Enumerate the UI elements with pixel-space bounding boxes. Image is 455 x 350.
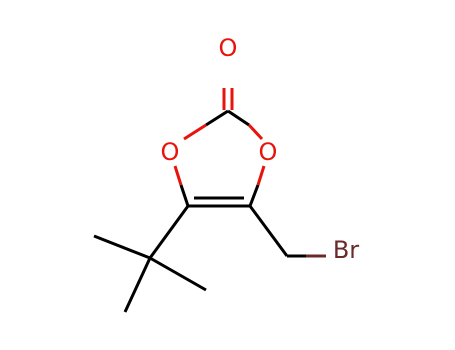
bond-tbutyl-methyl-3 — [123, 257, 152, 313]
bond-o1-c5 — [173, 165, 190, 207]
atom-label-bromine: Br — [333, 236, 359, 264]
carbonyl-double-bond — [222, 88, 234, 110]
atom-label-ring-oxygen-left: O — [161, 138, 180, 166]
atom-label-ring-oxygen-right: O — [259, 138, 278, 166]
atom-label-carbonyl-oxygen: O — [219, 34, 238, 62]
bond-o3-c4 — [248, 165, 266, 207]
bond-tbutyl-methyl-2 — [149, 256, 207, 292]
bond-c5-tbutyl — [148, 205, 190, 259]
bond-c2-o3 — [227, 109, 264, 141]
bond-tbutyl-methyl-1 — [93, 234, 151, 260]
bond-c4-ch2 — [248, 205, 289, 257]
bond-c2-o1 — [183, 109, 229, 141]
ring-double-bond — [188, 196, 250, 208]
